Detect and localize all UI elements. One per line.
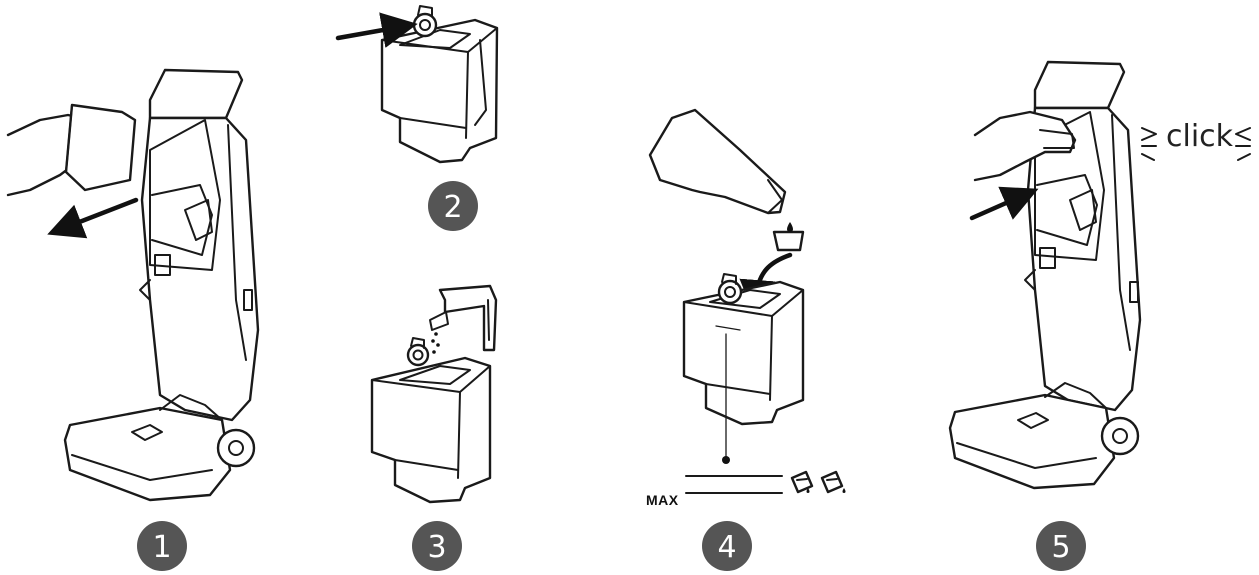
step-badge-5: 5 [1036,521,1086,571]
tank-cap-2 [412,5,438,38]
hand-5 [973,110,1077,182]
detergent-bottle-4 [648,108,787,215]
floor-head-1 [63,406,232,502]
step-badge-1: 1 [137,521,187,571]
removed-tank-1 [64,103,137,192]
water-drops-3 [431,332,440,354]
water-tank-3 [370,356,492,504]
step-number-2: 2 [443,190,462,225]
arrow-open-cap [335,12,418,48]
tank-cap-4 [717,273,743,305]
step-5-illustration: click [948,60,1251,490]
max-label: MAX [646,492,679,508]
click-label: click [1166,119,1234,154]
step-number-5: 5 [1051,530,1070,565]
step-number-1: 1 [152,530,171,565]
floor-head-5 [948,393,1116,490]
step-number-3: 3 [427,530,446,565]
step-badge-2: 2 [428,181,478,231]
click-indicator: click [1141,119,1251,161]
measuring-cup-4 [772,230,805,252]
step-1-illustration [6,68,260,502]
vacuum-handle-5 [1033,60,1126,110]
water-tank-4 [682,280,805,426]
arrow-remove-tank [47,197,139,239]
vacuum-handle-1 [148,68,244,120]
cap-icons-4 [790,470,846,494]
tank-cap-3 [406,337,430,367]
step-badge-4: 4 [702,521,752,571]
arrow-insert-tank [969,186,1039,221]
step-2-illustration [335,5,499,164]
faucet-3 [438,284,498,352]
step-number-4: 4 [717,530,736,565]
step-3-illustration [370,284,498,504]
step-4-illustration: MAX [646,108,846,508]
step-badge-3: 3 [412,521,462,571]
